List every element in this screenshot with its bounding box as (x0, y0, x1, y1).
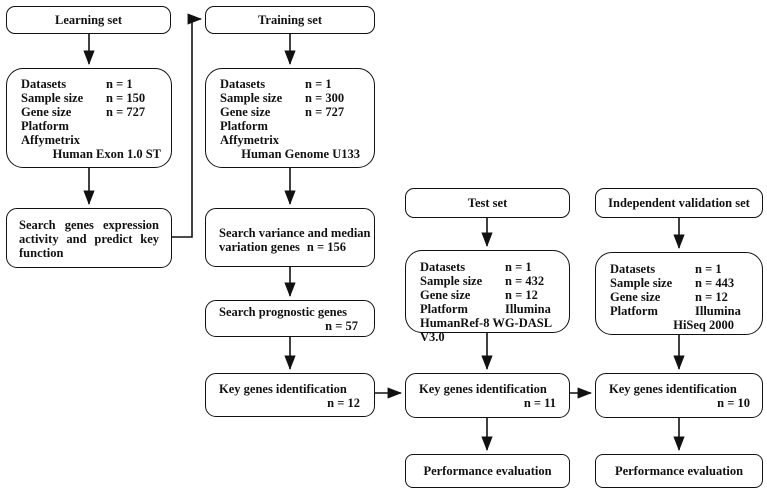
keygenes-box-training: Key genes identification n = 12 (205, 373, 375, 417)
detail-row: Datasets n = 1 (7, 77, 171, 91)
keygenes-count: n = 12 (327, 396, 360, 410)
performance-label: Performance evaluation (423, 463, 552, 478)
platform-detail: HiSeq 2000 (673, 318, 734, 332)
detail-label: Platform (610, 304, 658, 318)
detail-value: n = 727 (305, 105, 345, 119)
detail-value (106, 133, 171, 147)
detail-value: Illumina (695, 304, 741, 318)
variance-line1: Search variance and median (219, 226, 371, 240)
detail-value: n = 1 (695, 262, 722, 276)
keygenes-box-validation: Key genes identification n = 10 (595, 373, 763, 418)
detail-value (305, 119, 374, 133)
detail-label: Datasets (21, 77, 67, 91)
detail-row: Datasets n = 1 (596, 262, 762, 276)
search-genes-expression-box: Search genes expression activity and pre… (6, 208, 172, 268)
learning-details-box: Datasets n = 1 Sample size n = 150 Gene … (6, 68, 172, 168)
keygenes-label: Key genes identification (219, 382, 347, 396)
validation-set-title-box: Independent validation set (595, 188, 763, 218)
detail-row: Gene size n = 12 (406, 288, 569, 302)
detail-value: n = 12 (505, 288, 538, 302)
keygenes-count: n = 10 (717, 396, 750, 410)
detail-row: Datasets n = 1 (206, 77, 374, 91)
detail-label: Sample size (610, 276, 673, 290)
detail-row: Sample size n = 443 (596, 276, 762, 290)
detail-row: Affymetrix (7, 133, 171, 147)
search-variance-box: Search variance and median variation gen… (205, 208, 375, 267)
detail-row: Platform Illumina (596, 304, 762, 318)
platform-detail: Human Genome U133 (241, 147, 360, 161)
detail-label: Gene size (610, 290, 661, 304)
search-prognostic-box: Search prognostic genes n = 57 (205, 300, 375, 337)
detail-label: Platform (21, 119, 69, 133)
training-details-box: Datasets n = 1 Sample size n = 300 Gene … (205, 68, 375, 168)
detail-label: Sample size (220, 91, 283, 105)
detail-value: n = 12 (695, 290, 728, 304)
detail-row: Gene size n = 12 (596, 290, 762, 304)
detail-label: Sample size (21, 91, 84, 105)
detail-label: Platform (220, 119, 268, 133)
variance-line2: variation genes n = 156 (206, 240, 374, 254)
detail-row: Platform Illumina (406, 302, 569, 316)
keygenes-label: Key genes identification (419, 382, 547, 396)
detail-value: n = 727 (106, 105, 146, 119)
learning-set-title: Learning set (54, 12, 122, 27)
variance-count: n = 156 (306, 240, 346, 254)
detail-value (106, 119, 171, 133)
validation-details-box: Datasets n = 1 Sample size n = 443 Gene … (595, 252, 763, 335)
detail-label: Affymetrix (21, 133, 80, 147)
detail-row: Datasets n = 1 (406, 260, 569, 274)
detail-row: Gene size n = 727 (7, 105, 171, 119)
detail-value: n = 1 (505, 260, 532, 274)
detail-label: Datasets (610, 262, 656, 276)
detail-value: n = 1 (106, 77, 133, 91)
keygenes-box-test: Key genes identification n = 11 (405, 373, 570, 418)
prognostic-count: n = 57 (325, 319, 358, 333)
training-set-title: Training set (257, 12, 322, 27)
detail-value: n = 1 (305, 77, 332, 91)
detail-label: Gene size (220, 105, 271, 119)
test-set-title-box: Test set (405, 188, 570, 218)
prognostic-label: Search prognostic genes (219, 305, 348, 319)
validation-set-title: Independent validation set (608, 195, 750, 210)
learning-set-title-box: Learning set (6, 6, 171, 34)
detail-value: n = 443 (695, 276, 735, 290)
detail-value: Illumina (505, 302, 551, 316)
performance-box-validation: Performance evaluation (595, 454, 763, 488)
detail-label: Sample size (420, 274, 483, 288)
keygenes-count: n = 11 (523, 396, 556, 410)
platform-detail: HumanRef-8 WG-DASL V3.0 (420, 316, 552, 344)
detail-row: Platform (7, 119, 171, 133)
detail-row: Sample size n = 300 (206, 91, 374, 105)
detail-row: Affymetrix (206, 133, 374, 147)
test-details-box: Datasets n = 1 Sample size n = 432 Gene … (405, 250, 570, 344)
detail-value (305, 133, 374, 147)
variance-label: variation genes (219, 240, 300, 254)
detail-row: Sample size n = 150 (7, 91, 171, 105)
performance-box-test: Performance evaluation (405, 454, 570, 488)
detail-label: Affymetrix (220, 133, 279, 147)
detail-label: Gene size (420, 288, 471, 302)
detail-row: Gene size n = 727 (206, 105, 374, 119)
test-set-title: Test set (467, 195, 508, 210)
performance-label: Performance evaluation (614, 463, 744, 478)
training-set-title-box: Training set (205, 6, 375, 34)
detail-value: n = 300 (305, 91, 345, 105)
detail-row: Sample size n = 432 (406, 274, 569, 288)
detail-value: n = 432 (505, 274, 545, 288)
platform-detail: Human Exon 1.0 ST (52, 147, 161, 161)
keygenes-label: Key genes identification (609, 382, 737, 396)
detail-value: n = 150 (106, 91, 146, 105)
process-text: Search genes expression activity and pre… (19, 218, 159, 260)
detail-label: Gene size (21, 105, 72, 119)
detail-label: Platform (420, 302, 468, 316)
detail-row: Platform (206, 119, 374, 133)
detail-label: Datasets (420, 260, 466, 274)
detail-label: Datasets (220, 77, 266, 91)
